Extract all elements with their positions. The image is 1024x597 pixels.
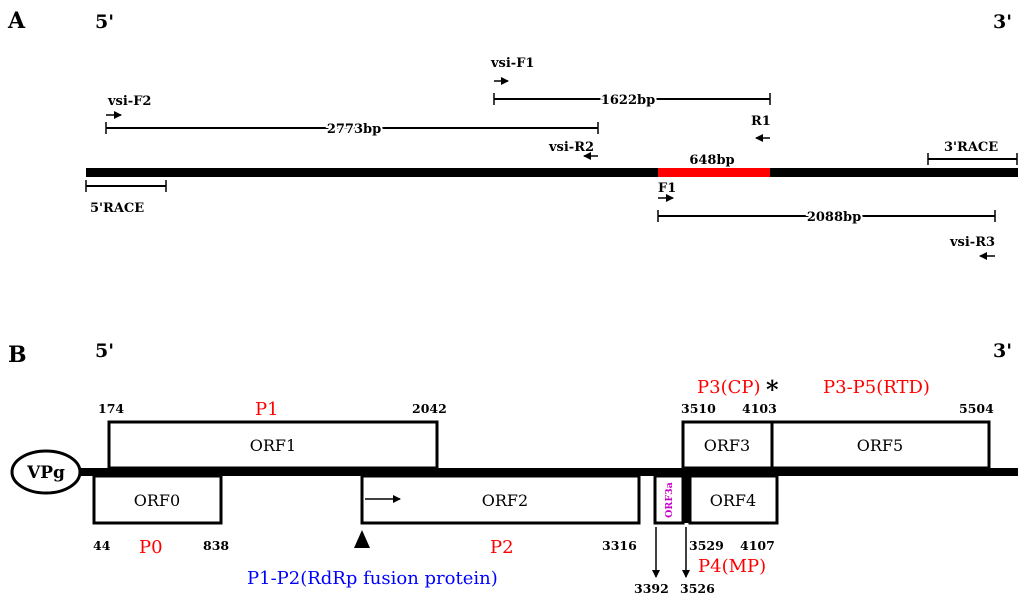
orf4-box [688,474,779,525]
orf5-label: ORF5 [857,436,903,455]
amplicon-648-bar [658,168,770,177]
position-4107: 4107 [740,538,775,553]
protein-p0-label: P0 [139,537,163,558]
panel-b-three-prime: 3' [993,340,1012,362]
readthrough-triangle [354,530,370,548]
position-2042: 2042 [412,401,447,416]
position-838: 838 [203,538,229,553]
protein-p1-label: P1 [255,399,279,420]
primer-vsi-r2-label: vsi-R2 [548,140,594,155]
position-44: 44 [93,538,111,553]
orf4-label: ORF4 [710,491,756,510]
fragment-1622-label: 1622bp [601,93,655,108]
primer-vsi-f2-label: vsi-F2 [107,94,151,109]
protein-p4mp-label: P4(MP) [698,556,766,577]
genome-bar-a [86,168,1018,177]
orf1-label: ORF1 [250,436,296,455]
primer-f1-label: F1 [658,181,676,196]
primer-vsi-f1-label: vsi-F1 [490,56,534,71]
orf3-box [681,420,774,470]
panel-a-label: A [7,8,26,34]
orf4-left-edge [683,476,690,523]
fusion-protein-label: P1-P2(RdRp fusion protein) [247,568,498,589]
position-3392: 3392 [634,581,669,596]
panel-b-five-prime: 5' [95,340,114,362]
orf0-box [92,474,223,525]
position-3529: 3529 [689,538,724,553]
race-5-label: 5'RACE [90,201,144,216]
orf5-box [770,420,991,470]
protein-p3p5-label: P3-P5(RTD) [823,377,930,398]
genome-bar-b [80,468,1018,476]
orf2-box [360,474,641,525]
primer-r1-label: R1 [751,114,771,129]
position-3316: 3316 [602,538,637,553]
race-3-label: 3'RACE [944,140,998,155]
panel-a-three-prime: 3' [993,11,1012,33]
panel-b-label: B [8,342,27,368]
position-174: 174 [98,401,124,416]
orf2-label: ORF2 [482,491,528,510]
vpg-label: VPg [26,463,65,483]
protein-p2-label: P2 [490,537,514,558]
protein-cp-asterisk: * [766,375,779,404]
orf0-label: ORF0 [134,491,180,510]
orf1-box [107,420,439,470]
primer-vsi-r3-label: vsi-R3 [949,235,995,250]
panel-a-five-prime: 5' [95,11,114,33]
position-5504: 5504 [959,401,994,416]
orf3-label: ORF3 [704,436,750,455]
protein-p3cp-label: P3(CP) [697,377,761,398]
fragment-2773-label: 2773bp [327,122,381,137]
vpg-ellipse [10,449,82,495]
fragment-648-label: 648bp [689,153,734,168]
fragment-2088-label: 2088bp [807,210,861,225]
orf3a-label: ORF3a [664,482,675,518]
position-4103: 4103 [742,401,777,416]
position-3510: 3510 [681,401,716,416]
position-3526: 3526 [680,581,715,596]
